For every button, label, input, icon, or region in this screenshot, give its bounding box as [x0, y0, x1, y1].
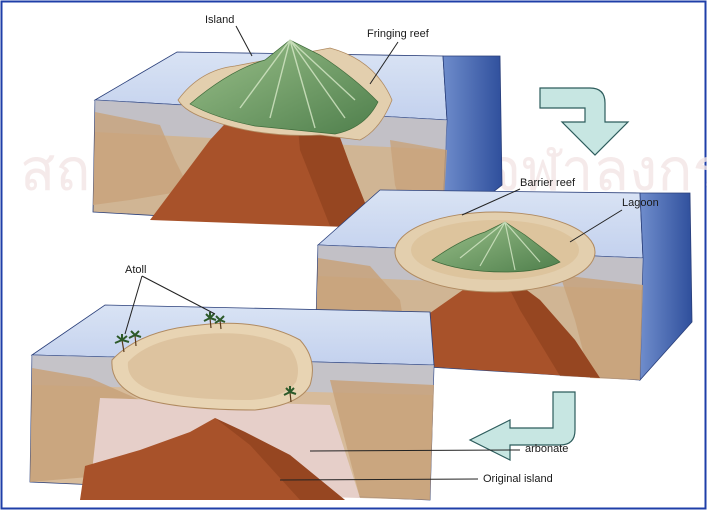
label-carbonate: arbonate — [525, 443, 568, 455]
label-original-island: Original island — [483, 473, 553, 485]
label-lagoon: Lagoon — [622, 197, 659, 209]
label-atoll: Atoll — [125, 264, 146, 276]
label-island: Island — [205, 14, 234, 26]
label-fringing-reef: Fringing reef — [367, 28, 430, 40]
label-barrier-reef: Barrier reef — [520, 177, 576, 189]
stage-3-atoll-block — [30, 305, 434, 500]
